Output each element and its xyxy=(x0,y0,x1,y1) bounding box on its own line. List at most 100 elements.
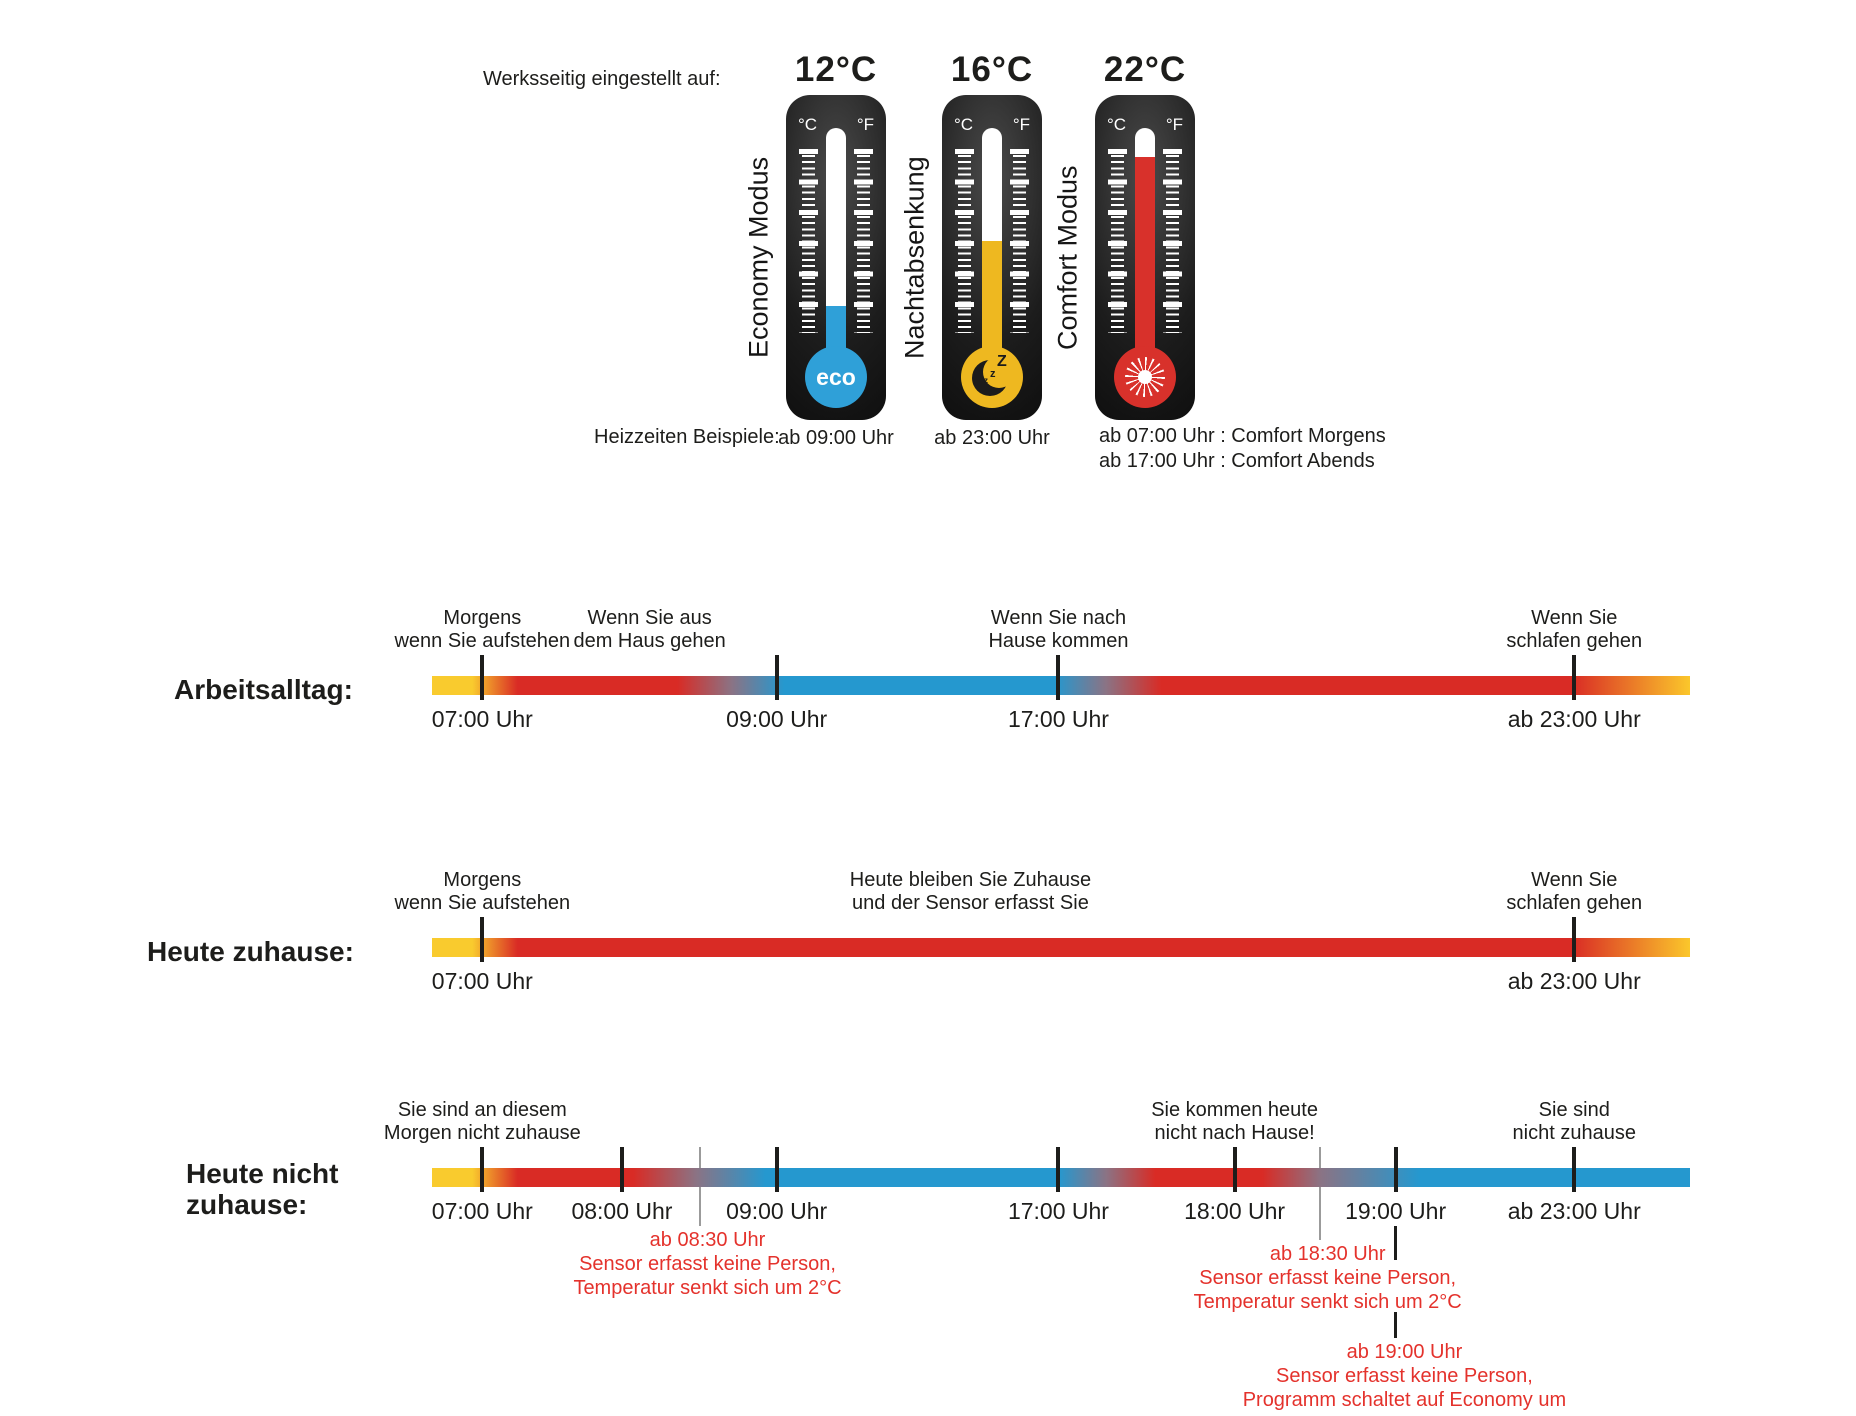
sensor-annotation-line: Temperatur senkt sich um 2°C xyxy=(573,1277,842,1299)
event-note-line: Sie sind xyxy=(1538,1099,1610,1121)
sleep-z-letter: Z xyxy=(997,353,1007,370)
sensor-annotation-line: Sensor erfasst keine Person, xyxy=(1199,1267,1457,1289)
event-note-line: Wenn Sie xyxy=(1531,869,1618,891)
sleep-z-letter: z xyxy=(990,368,996,380)
fahrenheit-tick-scale xyxy=(854,149,873,333)
mode-label: Economy Modus xyxy=(743,156,774,359)
event-note-line: wenn Sie aufstehen xyxy=(394,892,571,914)
celsius-unit-label: °C xyxy=(798,115,818,134)
fahrenheit-unit-label: °F xyxy=(1012,115,1030,134)
event-note-line: schlafen gehen xyxy=(1506,630,1643,652)
celsius-tick-scale xyxy=(1108,149,1127,333)
event-note-line: Morgens xyxy=(443,607,522,629)
event-note-line: wenn Sie aufstehen xyxy=(394,630,571,652)
sensor-event-line xyxy=(1319,1147,1322,1240)
event-note-line: Wenn Sie xyxy=(1531,607,1618,629)
fahrenheit-tick-scale xyxy=(1010,149,1029,333)
preset-temperature: 16°C xyxy=(950,50,1034,89)
time-label: 08:00 Uhr xyxy=(571,1198,673,1224)
mode-label: Comfort Modus xyxy=(1052,165,1083,350)
thermometer-mercury xyxy=(982,240,1002,353)
celsius-tick-scale xyxy=(799,149,818,333)
time-tick xyxy=(774,1147,779,1192)
sleep-z-letter: z xyxy=(984,376,988,385)
timeline-title-line: Heute nicht xyxy=(186,1158,339,1189)
sensor-annotation-line: Temperatur senkt sich um 2°C xyxy=(1193,1291,1462,1313)
mode-label: Nachtabsenkung xyxy=(899,156,930,359)
celsius-unit-label: °C xyxy=(954,115,974,134)
fahrenheit-tick-scale xyxy=(1163,149,1182,333)
fahrenheit-unit-label: °F xyxy=(856,115,874,134)
event-note-line: Hause kommen xyxy=(988,630,1129,652)
heating-time-example-line: ab 23:00 Uhr xyxy=(934,427,1050,449)
thermometer: °C °F eco xyxy=(786,95,886,420)
sun-burst-icon xyxy=(1125,357,1165,397)
heating-times-label: Heizzeiten Beispiele: xyxy=(594,426,780,448)
thermometer-tube xyxy=(826,128,846,353)
event-note-line: Wenn Sie nach xyxy=(990,607,1127,629)
timeline-title: Heute zuhause: xyxy=(147,936,354,967)
thermometer-mercury xyxy=(1135,157,1155,353)
time-label: 19:00 Uhr xyxy=(1345,1198,1447,1224)
thermometer-mercury xyxy=(826,305,846,353)
sensor-annotation-line: Sensor erfasst keine Person, xyxy=(1276,1365,1533,1387)
timeline-title-line: Arbeitsalltag: xyxy=(174,674,353,705)
time-tick xyxy=(1393,1147,1398,1192)
thermometer-tube xyxy=(1135,128,1155,353)
sensor-annotation-line: ab 08:30 Uhr xyxy=(649,1229,766,1251)
event-note-line: nicht nach Hause! xyxy=(1154,1122,1315,1144)
time-label: 17:00 Uhr xyxy=(1007,706,1109,732)
celsius-tick-scale xyxy=(955,149,974,333)
time-tick xyxy=(1056,655,1061,700)
timeline-title-line: Heute zuhause: xyxy=(147,936,354,967)
time-label: 09:00 Uhr xyxy=(726,706,828,732)
time-tick xyxy=(480,1147,485,1192)
sensor-annotation-line: Sensor erfasst keine Person, xyxy=(579,1253,836,1275)
event-note-line: nicht zuhause xyxy=(1512,1122,1636,1144)
event-note-line: Morgen nicht zuhause xyxy=(383,1122,581,1144)
time-tick xyxy=(1232,1147,1237,1192)
event-note-line: und der Sensor erfasst Sie xyxy=(852,892,1089,914)
sensor-annotation-line: ab 19:00 Uhr xyxy=(1346,1341,1463,1363)
sensor-annotation-line: ab 18:30 Uhr xyxy=(1269,1243,1386,1265)
time-tick xyxy=(1572,1147,1577,1192)
time-label: 07:00 Uhr xyxy=(431,968,533,994)
timeline-title-line: zuhause: xyxy=(186,1189,308,1220)
timeline-title: Arbeitsalltag: xyxy=(174,674,353,705)
event-note-line: schlafen gehen xyxy=(1506,892,1643,914)
preset-temperature: 12°C xyxy=(794,50,878,89)
time-label: 07:00 Uhr xyxy=(431,706,533,732)
annotation-connector-line xyxy=(1394,1226,1398,1260)
time-tick xyxy=(1056,1147,1061,1192)
time-tick xyxy=(480,655,485,700)
time-label: 17:00 Uhr xyxy=(1007,1198,1109,1224)
time-tick xyxy=(1572,917,1577,962)
event-note-line: Morgens xyxy=(443,869,522,891)
heating-time-example-line: ab 07:00 Uhr : Comfort Morgens xyxy=(1099,425,1386,447)
time-tick xyxy=(774,655,779,700)
event-note-line: Wenn Sie aus xyxy=(587,607,712,629)
time-tick xyxy=(1572,655,1577,700)
event-note-line: Heute bleiben Sie Zuhause xyxy=(849,869,1092,891)
sensor-annotation-line: Programm schaltet auf Economy um xyxy=(1242,1389,1567,1411)
heating-time-example: ab 09:00 Uhr xyxy=(676,426,996,451)
time-label: 07:00 Uhr xyxy=(431,1198,533,1224)
eco-icon: eco xyxy=(816,363,856,390)
factory-setting-label: Werksseitig eingestellt auf: xyxy=(483,68,721,90)
celsius-unit-label: °C xyxy=(1107,115,1127,134)
event-note-line: dem Haus gehen xyxy=(573,630,726,652)
moon-cut xyxy=(983,356,1015,388)
